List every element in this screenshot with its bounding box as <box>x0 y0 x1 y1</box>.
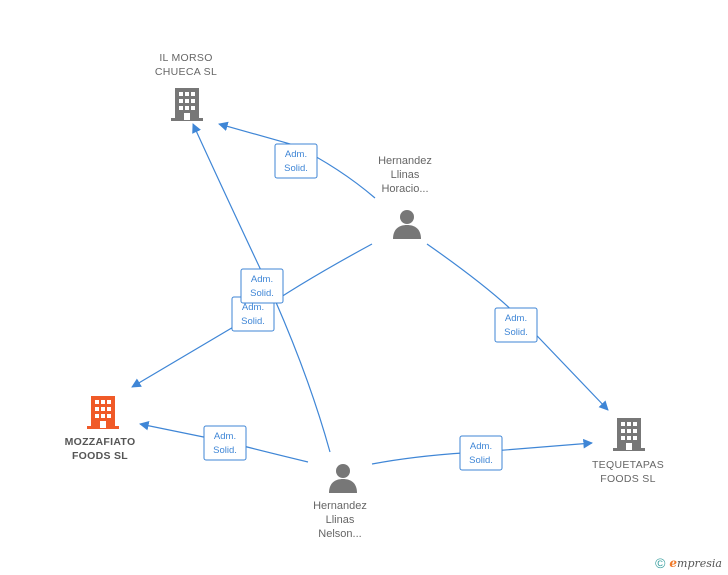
edge-label-text: Adm. <box>285 149 307 160</box>
building-icon-tequetapas[interactable] <box>613 416 645 452</box>
node-label-horacio[interactable]: Hernandez Llinas Horacio... <box>378 155 432 195</box>
node-label-mozzafiato[interactable]: MOZZAFIATO FOODS SL <box>64 436 136 462</box>
building-icon-il-morso[interactable] <box>171 86 203 122</box>
footer-brand: © empresia <box>655 555 722 571</box>
edge-label-text: Adm. <box>505 313 527 324</box>
node-label-nelson[interactable]: Hernandez Llinas Nelson... <box>313 500 367 540</box>
edge-label-text: Solid. <box>213 445 237 456</box>
brand-logo: empresia <box>669 556 722 570</box>
edge-label-horacio-mozzafiato[interactable]: Adm. Solid. <box>231 296 275 332</box>
edge-label-horacio-tequetapas[interactable]: Adm. Solid. <box>494 307 538 343</box>
edge-label-text: Adm. <box>470 441 492 452</box>
edge-label-text: Solid. <box>241 316 265 327</box>
node-label-il-morso[interactable]: IL MORSO CHUECA SL <box>154 52 218 78</box>
edge-label-nelson-il_morso[interactable]: Adm. Solid. <box>240 268 284 304</box>
person-icon-horacio[interactable] <box>391 208 423 240</box>
building-icon-mozzafiato[interactable] <box>87 394 119 430</box>
edge-label-text: Solid. <box>250 288 274 299</box>
edge-label-nelson-mozzafiato[interactable]: Adm. Solid. <box>203 425 247 461</box>
node-label-tequetapas[interactable]: TEQUETAPAS FOODS SL <box>591 459 665 485</box>
edge-label-text: Adm. <box>242 302 264 313</box>
edge-label-text: Solid. <box>284 163 308 174</box>
edge-label-text: Solid. <box>504 327 528 338</box>
edge-label-horacio-il_morso[interactable]: Adm. Solid. <box>274 143 318 179</box>
person-icon-nelson[interactable] <box>327 462 359 494</box>
edge-label-text: Adm. <box>251 274 273 285</box>
edge-label-text: Adm. <box>214 431 236 442</box>
copyright-icon: © <box>655 555 666 571</box>
edge-labels-layer: Adm. Solid. Adm. Solid. Adm. Solid. Adm. Solid.… <box>203 143 538 471</box>
edge-label-text: Solid. <box>469 455 493 466</box>
edge-label-nelson-tequetapas[interactable]: Adm. Solid. <box>459 435 503 471</box>
